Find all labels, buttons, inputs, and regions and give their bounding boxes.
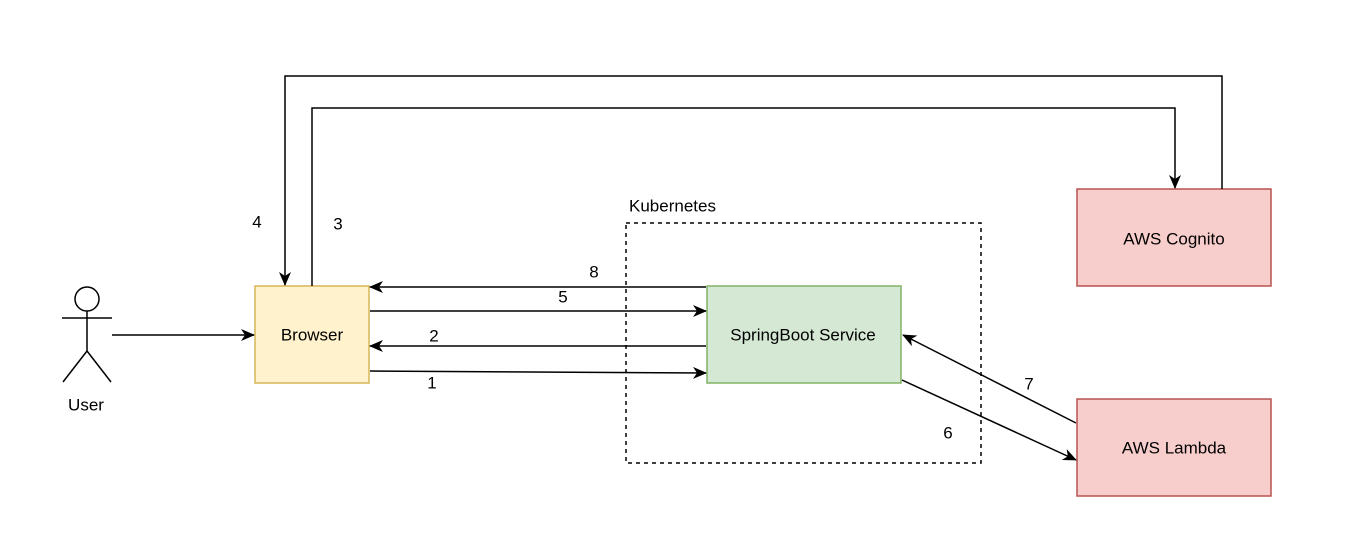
- cognito-box[interactable]: [1076, 188, 1272, 287]
- lambda-box[interactable]: [1076, 398, 1272, 497]
- edge-1[interactable]: [369, 366, 707, 379]
- kubernetes-group: Kubernetes: [625, 197, 982, 464]
- user-actor: User: [62, 286, 112, 415]
- edge-label-8: 8: [589, 263, 598, 282]
- edge-label-5: 5: [558, 288, 567, 307]
- edge-label-1: 1: [427, 374, 436, 393]
- kubernetes-label: Kubernetes: [629, 197, 716, 216]
- lambda-node[interactable]: AWS Lambda: [1076, 398, 1272, 497]
- springboot-node[interactable]: SpringBoot Service: [706, 285, 902, 384]
- edge-label-3: 3: [333, 215, 342, 234]
- lambda-label: AWS Lambda: [1122, 439, 1227, 458]
- springboot-box[interactable]: [706, 285, 902, 384]
- browser-label: Browser: [281, 326, 344, 345]
- edge-6[interactable]: [901, 379, 1077, 461]
- kubernetes-boundary: [625, 222, 982, 464]
- edge-label-7: 7: [1024, 375, 1033, 394]
- cognito-label: AWS Cognito: [1123, 230, 1224, 249]
- cognito-node[interactable]: AWS Cognito: [1076, 188, 1272, 287]
- edge-4[interactable]: [279, 75, 1223, 286]
- springboot-label: SpringBoot Service: [730, 326, 876, 345]
- browser-node[interactable]: Browser: [254, 285, 370, 384]
- edge-3[interactable]: [311, 107, 1181, 286]
- edge-label-2: 2: [429, 327, 438, 346]
- edge-7[interactable]: [902, 334, 1077, 424]
- edges: [112, 75, 1223, 461]
- edge-label-6: 6: [943, 424, 952, 443]
- browser-box[interactable]: [254, 285, 370, 384]
- edge-labels: 8 5 2 1 4 3 7 6: [252, 213, 1033, 443]
- edge-label-4: 4: [252, 213, 261, 232]
- user-label: User: [68, 396, 104, 415]
- user-icon: [62, 286, 112, 383]
